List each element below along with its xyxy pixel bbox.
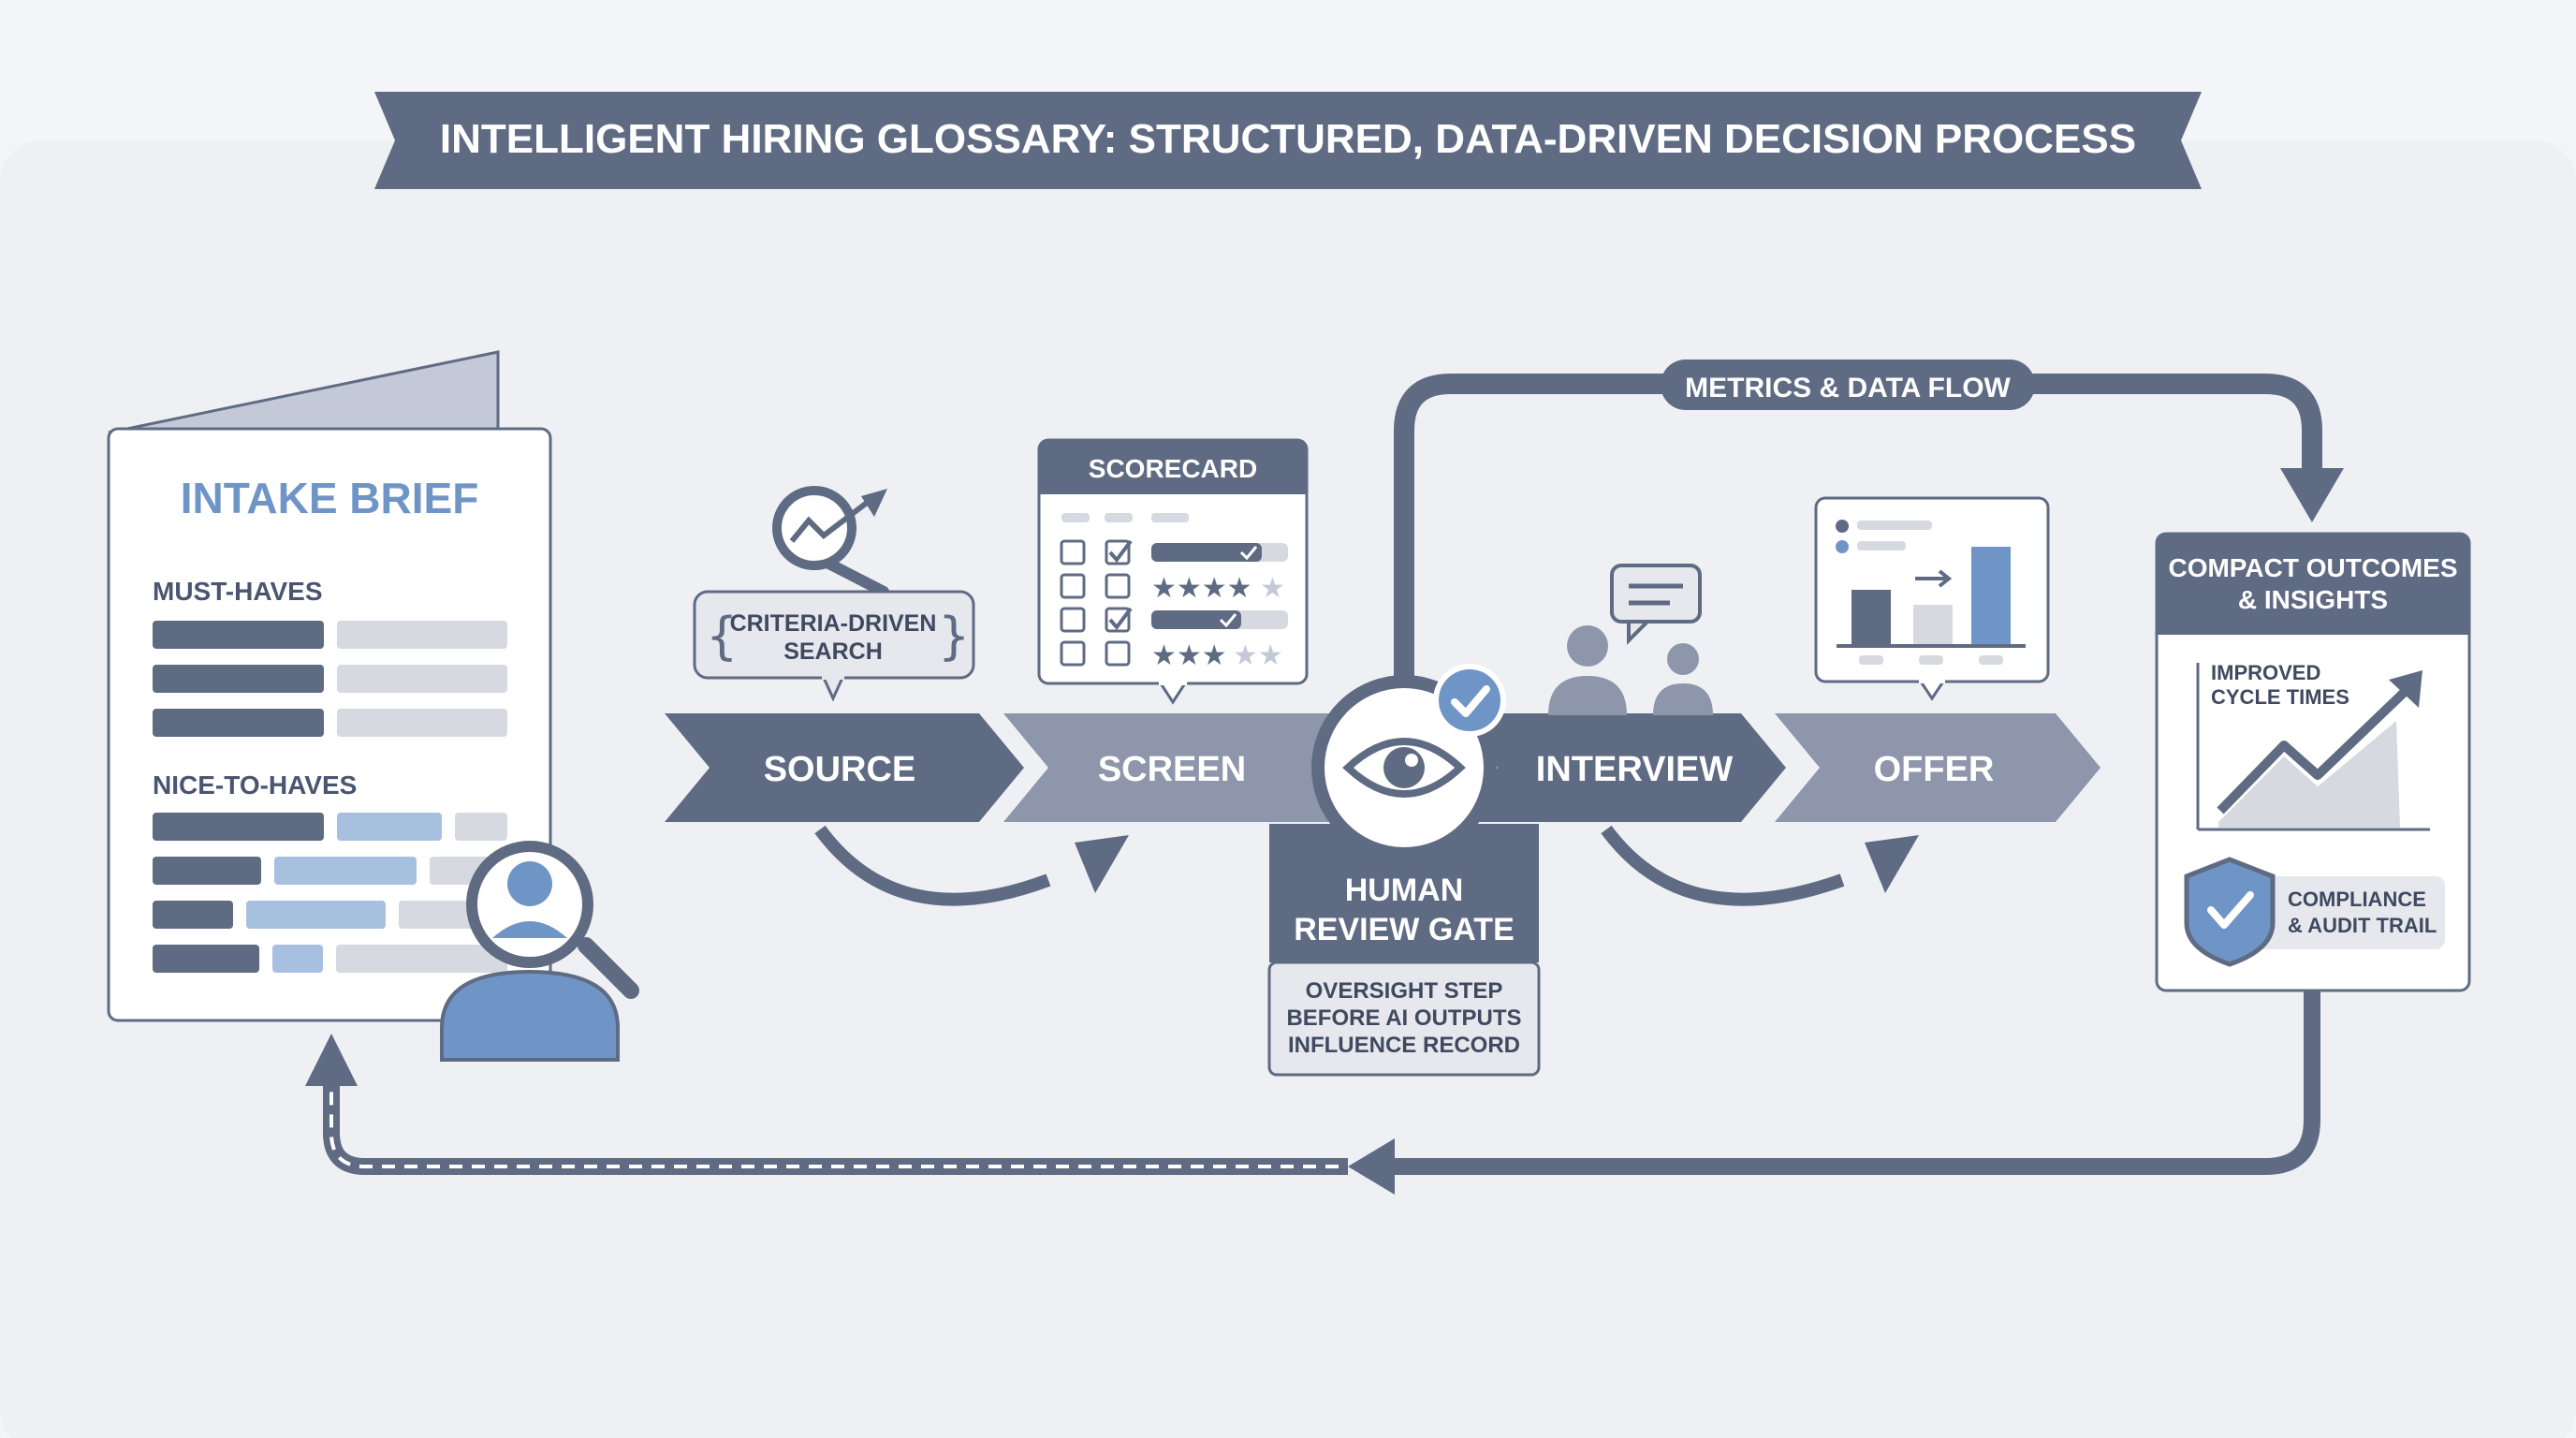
brace-left-icon: { [706,607,738,666]
outcomes-card: COMPACT OUTCOMES & INSIGHTS IMPROVED CYC… [2155,532,2471,992]
review-gate-line2: REVIEW GATE [1294,912,1515,947]
review-gate-desc1: OVERSIGHT STEP [1306,978,1503,1004]
eye-icon [1342,738,1466,798]
title-banner: INTELLIGENT HIRING GLOSSARY: STRUCTURED,… [374,92,2202,189]
brace-right-icon: } [938,607,970,666]
human-review-gate: HUMAN REVIEW GATE OVERSIGHT STEP BEFORE … [1267,664,1541,1077]
bar-chart-icon [1836,520,2026,665]
page-title: INTELLIGENT HIRING GLOSSARY: STRUCTURED,… [440,116,2136,162]
stage-screen: SCREEN [1003,713,1376,822]
metrics-flow-label: METRICS & DATA FLOW [1685,373,2011,404]
magnifier-trend-icon [772,486,889,597]
criteria-search-line2: SEARCH [783,638,883,665]
stage-source: SOURCE [665,713,1024,822]
scorecard-card: SCORECARD ★★★★ ★ ★★★ ★★ [1037,438,1309,705]
must-haves-label: MUST-HAVES [153,577,323,606]
svg-text:★★★: ★★★ [1151,639,1227,672]
checklist-stars-icon: ★★★★ ★ ★★★ ★★ [1060,513,1288,672]
outcomes-title1: COMPACT OUTCOMES [2168,553,2457,582]
stage-source-label: SOURCE [764,750,916,789]
return-loop [305,990,2320,1195]
review-gate-desc3: INFLUENCE RECORD [1288,1033,1520,1058]
offer-chart-card [1814,496,2050,701]
stage-interview-label: INTERVIEW [1536,750,1734,789]
outcomes-title2: & INSIGHTS [2238,585,2388,614]
trend-up-icon [2196,663,2430,831]
scorecard-title: SCORECARD [1089,454,1257,483]
svg-text:★★: ★★ [1233,639,1283,672]
improved-label1: IMPROVED [2211,661,2320,684]
stage-offer-label: OFFER [1874,750,1995,789]
intake-brief-title: INTAKE BRIEF [181,474,479,522]
svg-text:★★★★: ★★★★ [1151,572,1252,605]
criteria-search-line1: CRITERIA-DRIVEN [730,610,937,637]
stage-offer: OFFER [1775,713,2100,822]
compliance-label2: & AUDIT TRAIL [2288,914,2437,937]
checkmark-icon [1433,664,1506,737]
must-haves-bars [153,621,507,737]
person-search-icon [440,841,639,1062]
stage-screen-label: SCREEN [1098,750,1246,789]
source-screen-arrow [814,825,1051,906]
compliance-label1: COMPLIANCE [2288,888,2426,911]
svg-text:★: ★ [1260,572,1285,605]
improved-label2: CYCLE TIMES [2211,685,2349,709]
criteria-search-group: { } CRITERIA-DRIVEN SEARCH [693,486,975,702]
review-gate-line1: HUMAN [1345,873,1464,908]
nice-to-haves-label: NICE-TO-HAVES [153,770,357,800]
nice-to-haves-bars [153,813,507,973]
review-gate-desc2: BEFORE AI OUTPUTS [1286,1005,1521,1031]
people-chat-icon [1548,564,1713,715]
interview-offer-arrow [1601,825,1845,906]
shield-check-icon [2184,857,2276,967]
intake-brief-card: INTAKE BRIEF MUST-HAVES NICE-TO-HAVES [107,350,639,1062]
stage-interview: INTERVIEW [1460,713,1786,822]
metrics-flow-loop: METRICS & DATA FLOW [1394,360,2344,693]
